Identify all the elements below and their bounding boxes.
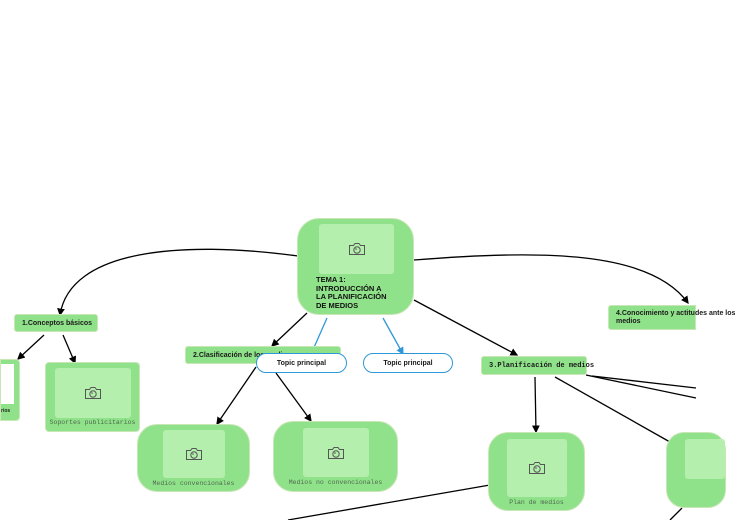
branch-conocimiento-text: 4.Conocimiento y actitudes ante los medi… [616, 309, 735, 325]
partial-image [1, 364, 14, 404]
image-node-plan-de-medios[interactable]: Plan de medios [488, 432, 585, 511]
connector-planificacion-right-3 [591, 375, 697, 389]
connector-blue-topic-b [382, 317, 404, 356]
topic-principal-a[interactable]: Topic principal [256, 353, 347, 373]
camera-icon [186, 448, 202, 460]
camera-icon [328, 446, 344, 459]
connector-central-clasificacion [271, 312, 308, 347]
connector-clasificacion-no-convencionales [275, 372, 312, 423]
no-convencionales-caption: Medios no convencionales [288, 479, 383, 486]
connector-planificacion-plan [531, 376, 540, 434]
camera-icon [348, 243, 365, 255]
connector-central-conceptos [57, 248, 299, 317]
soportes-image-placeholder [55, 368, 131, 418]
image-node-medios-no-convencionales[interactable]: Medios no convencionales [273, 421, 398, 492]
branch-conceptos-basicos[interactable]: 1.Conceptos básicos [14, 314, 98, 332]
connector-plan-offscreen [287, 484, 491, 520]
connector-central-planificacion [413, 299, 519, 356]
image-node-medios-convencionales[interactable]: Medios convencionales [137, 424, 250, 492]
branch-planificacion-medios[interactable]: 3.Planificación de medios [481, 356, 594, 375]
image-node-soportes-publicitarios[interactable]: Soportes publicitarios [45, 362, 140, 432]
branch-conocimiento-actitudes[interactable]: 4.Conocimiento y actitudes ante los medi… [608, 305, 735, 330]
connector-conceptos-soportes [62, 334, 77, 365]
plan-image-placeholder [507, 439, 567, 497]
central-topic-node[interactable]: TEMA 1: INTRODUCCIÓN A LA PLANIFICACIÓN … [297, 218, 414, 315]
partial-image-node-left[interactable]: rios [0, 359, 20, 421]
right-partial-image-placeholder [685, 439, 725, 479]
connector-central-conocimiento [413, 254, 689, 305]
connector-planificacion-right-2 [585, 374, 697, 399]
partial-caption: rios [1, 408, 11, 414]
camera-icon [529, 462, 545, 474]
camera-icon [85, 387, 101, 399]
convencionales-image-placeholder [163, 430, 225, 478]
plan-caption: Plan de medios [509, 499, 564, 506]
connector-conceptos-left [17, 334, 45, 360]
connector-right-offscreen [669, 507, 683, 520]
image-node-right-partial[interactable] [666, 432, 726, 508]
connector-clasificacion-convencionales [216, 366, 257, 426]
connector-lines [17, 248, 697, 520]
central-image-placeholder [319, 224, 394, 274]
no-convencionales-image-placeholder [303, 428, 369, 477]
central-title: TEMA 1: INTRODUCCIÓN A LA PLANIFICACIÓN … [316, 275, 387, 310]
convencionales-caption: Medios convencionales [152, 480, 235, 487]
connector-planificacion-right-1 [554, 376, 671, 443]
topic-principal-b[interactable]: Topic principal [363, 353, 453, 373]
soportes-caption: Soportes publicitarios [49, 419, 136, 426]
